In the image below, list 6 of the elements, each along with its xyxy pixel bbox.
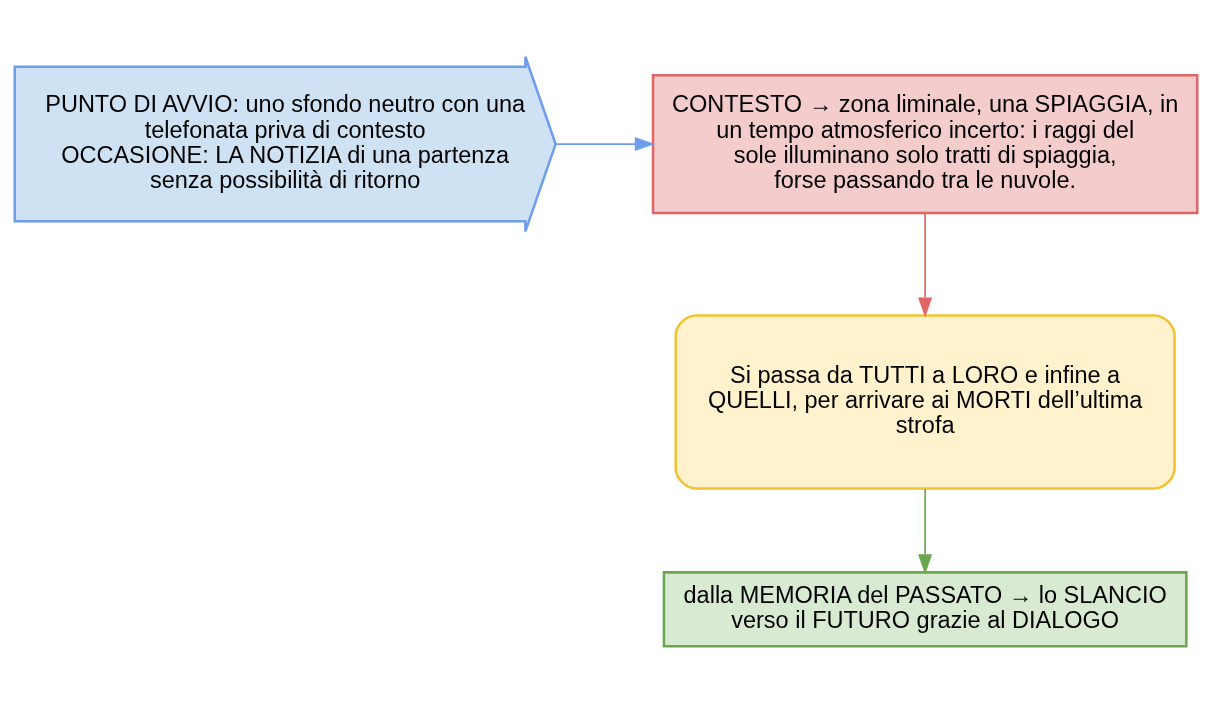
arrow <box>918 487 933 574</box>
arrow <box>918 211 933 318</box>
arrow <box>554 136 655 151</box>
node-box: Si passa da TUTTI a LORO e infine a QUELLI, per arrivare ai MORTI dell’ultima strofa <box>674 313 1176 490</box>
node-box: dalla MEMORIA del PASSATO → lo SLANCIO verso il FUTURO grazie al DIALOGO <box>662 570 1188 648</box>
node-box: CONTESTO → zona liminale, una SPIAGGIA, in un tempo atmosferico incerto: i raggi del sole illuminano solo tratti di spiaggia, forse passando tra le nuvole. <box>651 73 1199 214</box>
